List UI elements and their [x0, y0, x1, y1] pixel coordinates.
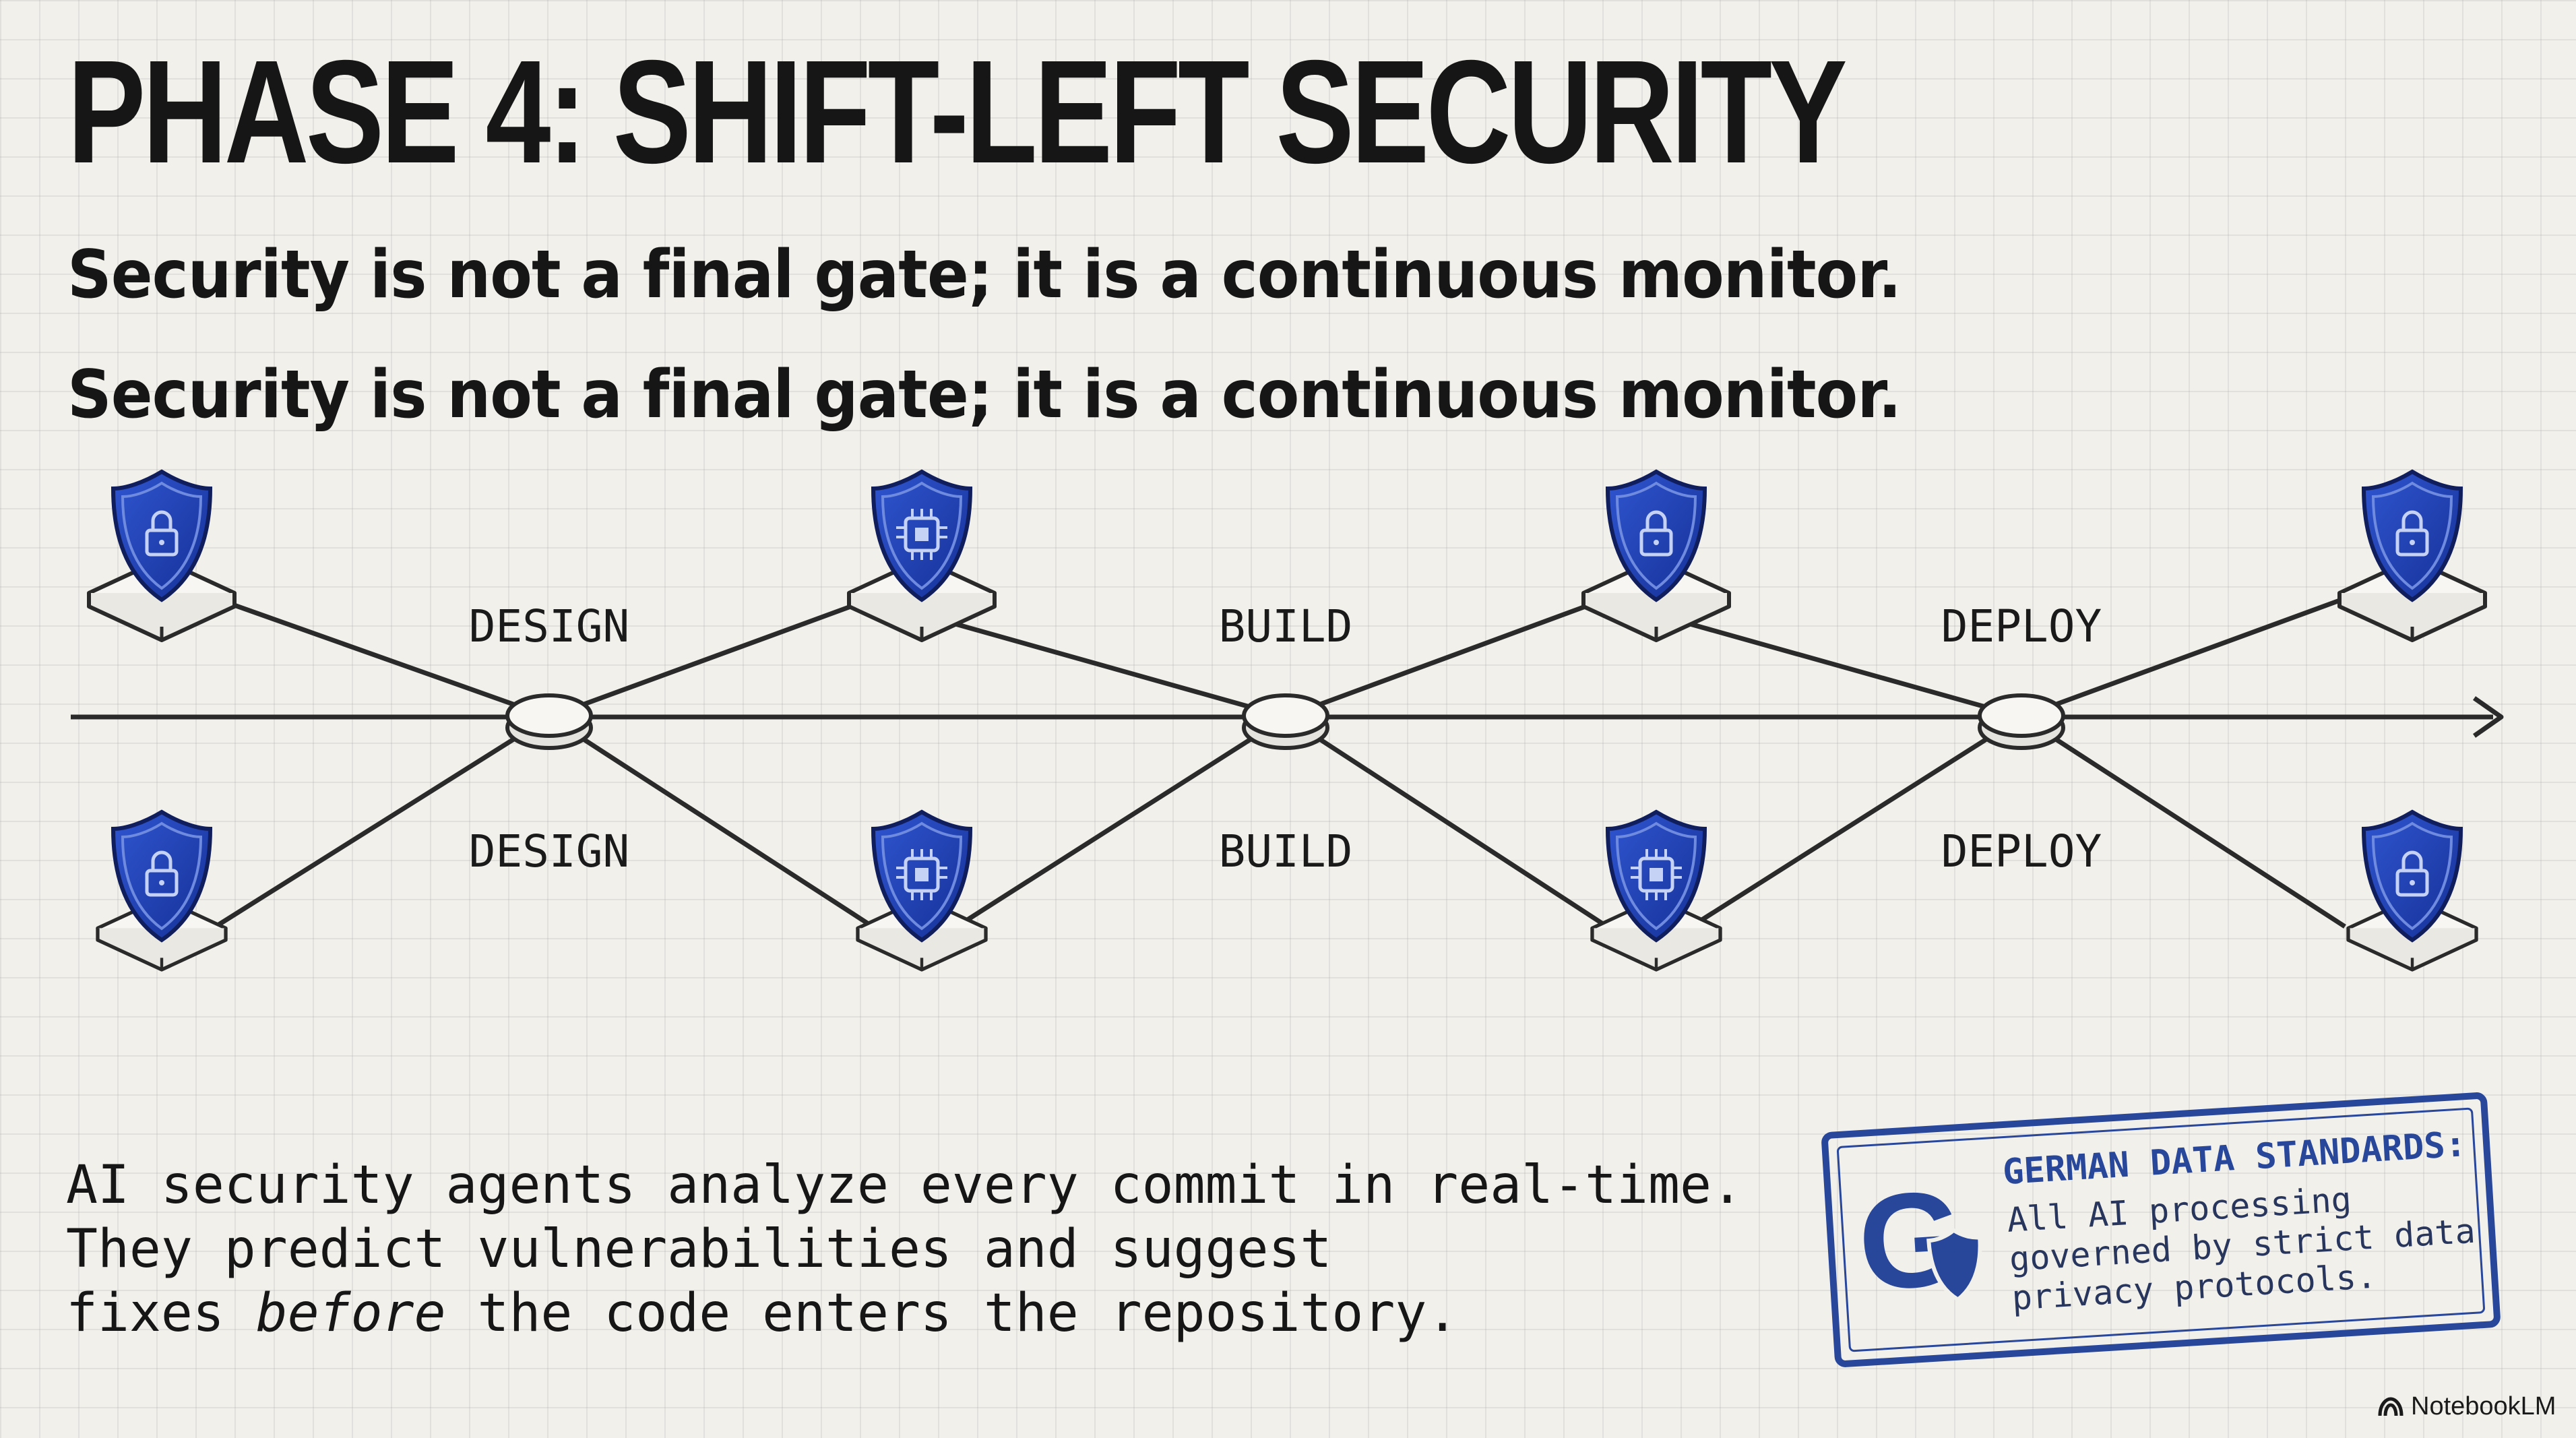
description-line-1: AI security agents analyze every commit …: [66, 1155, 1743, 1216]
connector-lines: [214, 597, 2346, 929]
description-line-3-start: fixes: [66, 1283, 256, 1344]
stage-label-top-2: BUILD: [1219, 600, 1353, 652]
notebooklm-brand: NotebookLM: [2377, 1392, 2556, 1421]
shield-station-bottom-2: [858, 812, 986, 970]
pipeline-diagram: DESIGN BUILD DEPLOY DESIGN BUILD DEPLOY: [71, 0, 2504, 1051]
stage-label-bottom-2: BUILD: [1219, 825, 1353, 877]
subtitle-line-2: Security is not a final gate; it is a co…: [67, 356, 1902, 433]
description-line-3-end: the code enters the repository.: [445, 1283, 1459, 1344]
shield-station-top-1: [89, 472, 234, 640]
timeline-arrowhead: [2472, 696, 2504, 738]
stage-label-top-3: DEPLOY: [1941, 600, 2102, 652]
description-emphasis: before: [255, 1283, 446, 1344]
shield-station-bottom-1: [98, 812, 226, 970]
stage-label-top-1: DESIGN: [469, 600, 629, 652]
shield-station-top-4: [2339, 472, 2485, 640]
stage-label-bottom-1: DESIGN: [469, 825, 629, 877]
description-text: AI security agents analyze every commit …: [66, 1154, 1743, 1346]
notebooklm-logo-icon: [2378, 1396, 2404, 1416]
g-shield-logo-icon: G: [1854, 1164, 1982, 1319]
shield-station-top-2: [849, 472, 995, 640]
hub-node-design: [505, 693, 593, 750]
page-title: PHASE 4: SHIFT-LEFT SECURITY: [67, 30, 1848, 194]
shield-station-bottom-4: [2348, 812, 2476, 970]
hub-node-build: [1242, 693, 1329, 750]
shield-station-bottom-3: [1592, 812, 1720, 970]
german-data-standards-stamp: G GERMAN DATA STANDARDS: All AI processi…: [1821, 1092, 2501, 1368]
stage-label-bottom-3: DEPLOY: [1941, 825, 2102, 877]
hub-node-deploy: [1978, 693, 2065, 750]
subtitle-line-1: Security is not a final gate; it is a co…: [67, 237, 1902, 313]
description-line-2: They predict vulnerabilities and suggest: [66, 1219, 1332, 1280]
shield-station-top-3: [1583, 472, 1729, 640]
brand-label: NotebookLM: [2411, 1392, 2556, 1420]
